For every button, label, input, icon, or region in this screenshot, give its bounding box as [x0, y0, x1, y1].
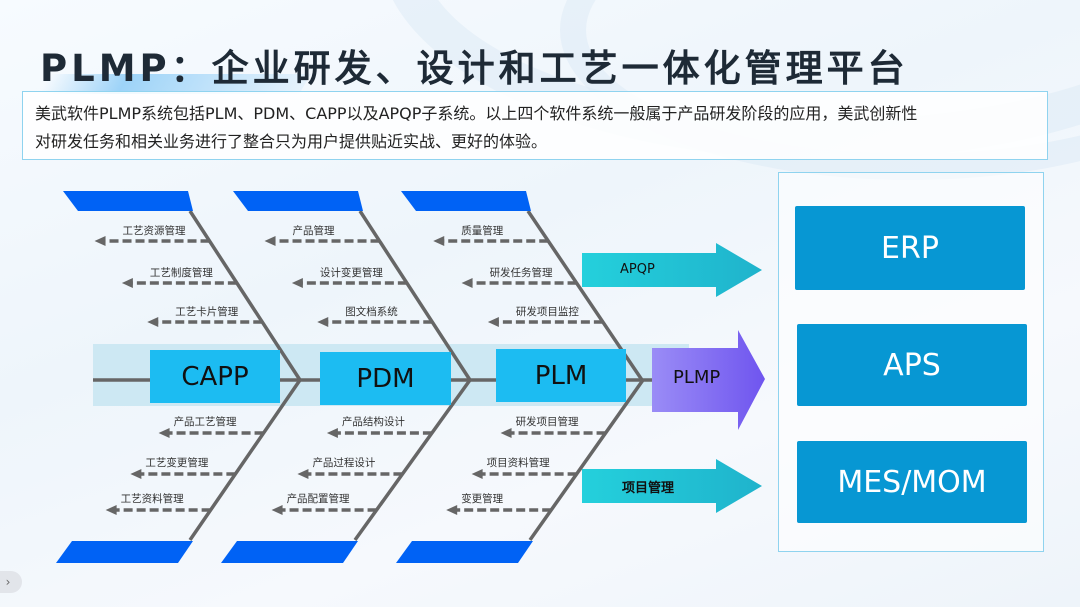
- arrow-head-icon: [297, 469, 309, 479]
- arrow-head-icon: [121, 278, 133, 288]
- arrow-head-icon: [326, 428, 338, 438]
- plmp-head-arrow: [652, 330, 765, 430]
- branch-item-label: 图文档系统: [345, 306, 398, 318]
- node-pdm: PDM: [320, 352, 451, 405]
- branch-item-label: 工艺制度管理: [149, 267, 213, 279]
- arrow-head-icon: [446, 505, 458, 515]
- arrow-head-icon: [317, 317, 329, 327]
- arrow-head-icon: [433, 236, 445, 246]
- arrow-head-icon: [158, 428, 170, 438]
- branch-item-label: 工艺变更管理: [145, 457, 209, 469]
- arrow-head-icon: [291, 278, 303, 288]
- project-management-arrow: [582, 459, 762, 513]
- bottom-bar-plm: [396, 541, 533, 563]
- branch-item-label: 产品结构设计: [341, 416, 405, 428]
- branch-item-label: 设计变更管理: [319, 267, 383, 279]
- arrow-head-icon: [461, 278, 473, 288]
- arrow-head-icon: [147, 317, 159, 327]
- top-bar-pdm: [233, 191, 363, 211]
- arrow-head-icon: [487, 317, 499, 327]
- branch-item-label: 变更管理: [461, 493, 504, 505]
- branch-item-label: 项目资料管理: [486, 457, 550, 469]
- arrow-head-icon: [471, 469, 483, 479]
- branch-item-label: 产品工艺管理: [173, 416, 237, 428]
- system-aps: APS: [797, 324, 1027, 406]
- system-erp: ERP: [795, 206, 1025, 290]
- project-management-label: 项目管理: [622, 481, 675, 496]
- arrow-head-icon: [94, 236, 106, 246]
- arrow-head-icon: [500, 428, 512, 438]
- intro-box: 美武软件PLMP系统包括PLM、PDM、CAPP以及APQP子系统。以上四个软件…: [22, 91, 1048, 160]
- bottom-bone-pdm: [353, 378, 472, 542]
- arrow-head-icon: [264, 236, 276, 246]
- top-bone-capp: [188, 210, 302, 381]
- arrow-head-icon: [105, 505, 117, 515]
- bottom-bone-plm: [528, 378, 645, 542]
- intro-line-1: 美武软件PLMP系统包括PLM、PDM、CAPP以及APQP子系统。以上四个软件…: [35, 104, 918, 123]
- branch-item-label: 产品过程设计: [312, 457, 376, 469]
- node-plm: PLM: [496, 349, 626, 402]
- apqp-arrow: [582, 243, 762, 297]
- intro-line-2: 对研发任务和相关业务进行了整合只为用户提供贴近实战、更好的体验。: [35, 132, 548, 151]
- branch-item-label: 质量管理: [461, 225, 504, 237]
- chevron-right-icon: ›: [5, 575, 11, 589]
- bottom-bone-capp: [188, 379, 302, 541]
- top-bar-plm: [401, 191, 531, 211]
- branch-item-label: 工艺资源管理: [122, 225, 186, 237]
- bottom-bar-pdm: [221, 541, 358, 563]
- integration-panel: ERP APS MES/MOM: [778, 172, 1044, 552]
- branch-item-label: 产品配置管理: [286, 493, 350, 505]
- bottom-bar-capp: [56, 541, 193, 563]
- plmp-head-label: PLMP: [673, 367, 721, 388]
- branch-item-label: 工艺卡片管理: [175, 306, 239, 318]
- apqp-label: APQP: [620, 262, 655, 277]
- branch-item-label: 研发任务管理: [489, 267, 553, 279]
- branch-item-label: 研发项目监控: [515, 306, 579, 318]
- branch-item-label: 产品管理: [292, 225, 335, 237]
- branch-item-label: 研发项目管理: [515, 416, 579, 428]
- node-capp: CAPP: [150, 350, 280, 403]
- arrow-head-icon: [130, 469, 142, 479]
- arrow-head-icon: [271, 505, 283, 515]
- page-title: PLMP：企业研发、设计和工艺一体化管理平台: [40, 47, 909, 90]
- top-bone-pdm: [358, 210, 472, 381]
- branch-item-label: 工艺资料管理: [120, 493, 184, 505]
- system-mes-mom: MES/MOM: [797, 441, 1027, 523]
- next-slide-button[interactable]: ›: [0, 571, 22, 593]
- top-bar-capp: [63, 191, 193, 211]
